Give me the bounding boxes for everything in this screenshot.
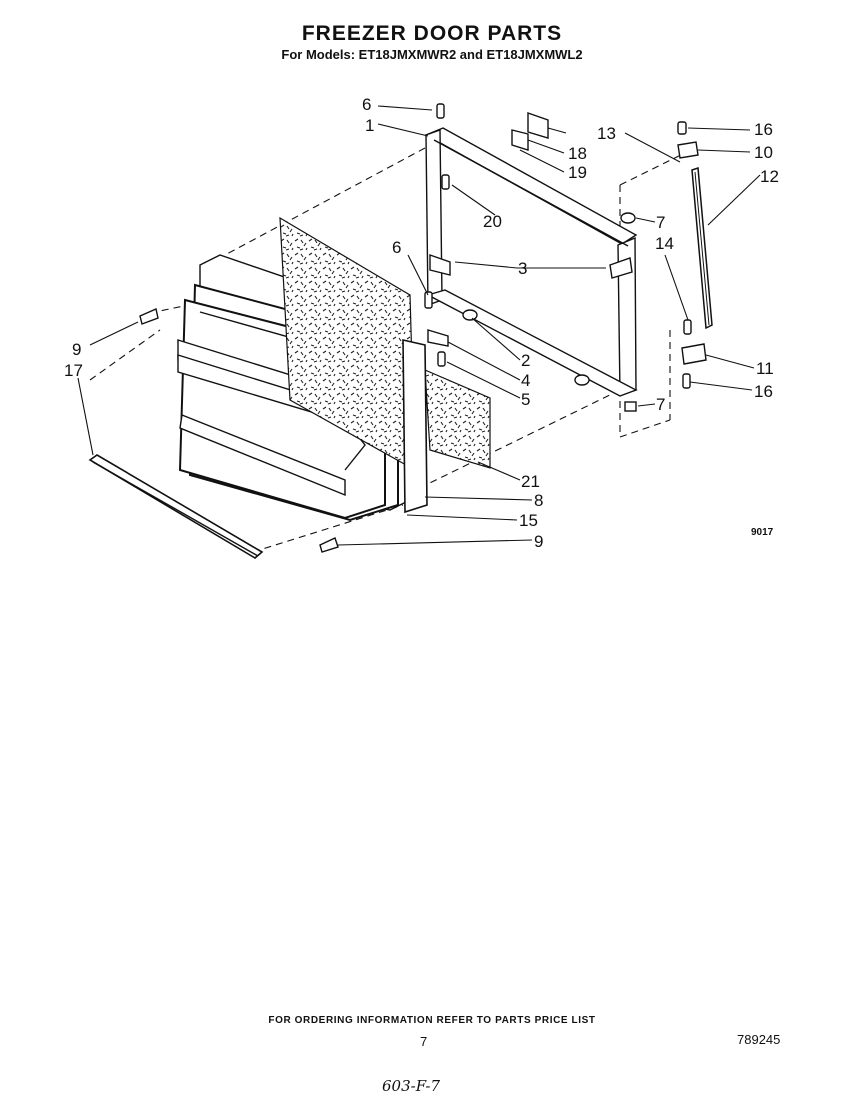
callout-16-bottom: 16 xyxy=(754,382,773,401)
door-gasket xyxy=(402,338,428,514)
leader-lines xyxy=(77,105,761,546)
callout-7-top: 7 xyxy=(656,213,665,232)
page-title: FREEZER DOOR PARTS xyxy=(301,22,563,45)
callout-12: 12 xyxy=(760,167,779,186)
callout-6-top: 6 xyxy=(362,95,371,114)
callout-19: 19 xyxy=(568,163,587,182)
callout-18: 18 xyxy=(568,144,587,163)
handwritten-note: 603-F-7 xyxy=(382,1077,441,1095)
bottom-seal-strip xyxy=(88,454,264,559)
callout-3: 3 xyxy=(518,259,527,278)
callout-8: 8 xyxy=(534,491,543,510)
ordering-info: FOR ORDERING INFORMATION REFER TO PARTS … xyxy=(268,1015,596,1026)
insulation-panel-lower xyxy=(424,369,491,469)
callout-15: 15 xyxy=(519,511,538,530)
callout-11: 11 xyxy=(756,359,774,378)
callout-10: 10 xyxy=(754,143,773,162)
callout-13: 13 xyxy=(597,124,616,143)
callout-14: 14 xyxy=(655,234,674,253)
callout-6-mid: 6 xyxy=(392,238,401,257)
callout-16-top: 16 xyxy=(754,120,773,139)
hardware-parts xyxy=(139,103,707,553)
callout-21: 21 xyxy=(521,472,540,491)
page-number: 7 xyxy=(420,1034,428,1049)
model-subtitle: For Models: ET18JMXMWR2 and ET18JMXMWL2 xyxy=(281,47,583,62)
callout-20: 20 xyxy=(483,212,502,231)
document-number: 789245 xyxy=(737,1032,781,1047)
callout-5: 5 xyxy=(521,390,530,409)
hinge-bar xyxy=(691,166,713,330)
figure-code: 9017 xyxy=(751,527,774,538)
callout-9-bottom: 9 xyxy=(534,532,543,551)
callout-1: 1 xyxy=(365,116,374,135)
callout-4: 4 xyxy=(521,371,530,390)
callout-7-bottom: 7 xyxy=(656,395,665,414)
callout-2: 2 xyxy=(521,351,530,370)
callout-17: 17 xyxy=(64,361,83,380)
callout-9-left: 9 xyxy=(72,340,81,359)
